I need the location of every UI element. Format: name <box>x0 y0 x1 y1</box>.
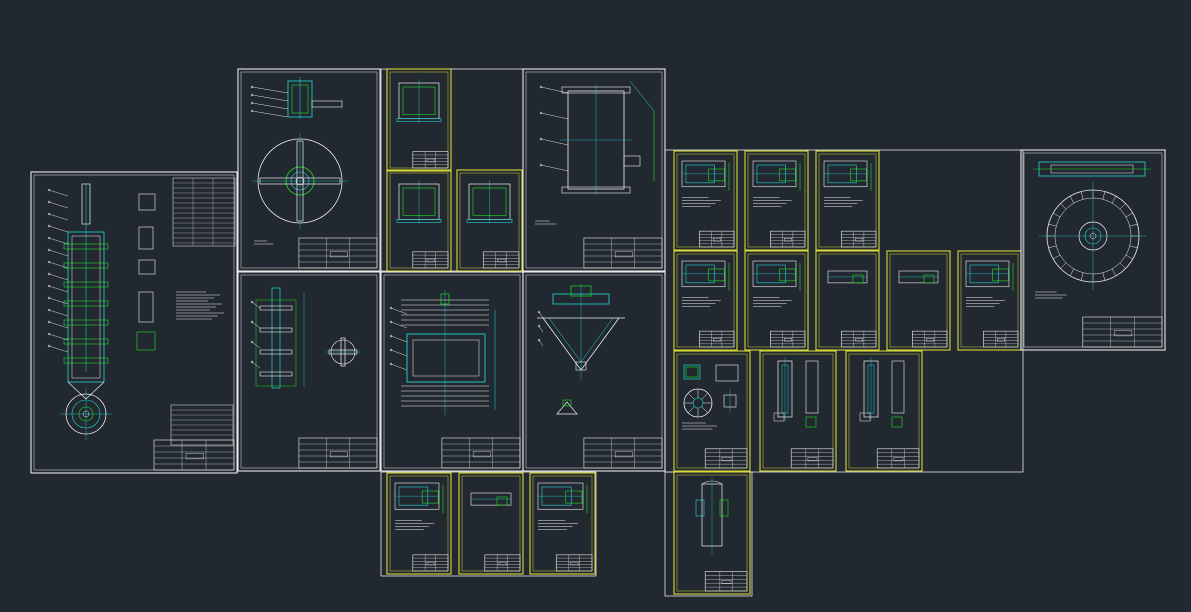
title-block <box>790 448 834 469</box>
drawing-agitator <box>250 77 348 245</box>
title-block <box>841 230 877 248</box>
title-block <box>441 437 521 469</box>
title-block <box>583 437 663 469</box>
title-block <box>412 151 449 169</box>
drawing-sheet-lower-r1c2[interactable] <box>759 350 837 472</box>
title-block <box>484 554 521 572</box>
drawing-sheet-agitator-top[interactable] <box>237 68 381 272</box>
drawing-sheet-grid-r2c1[interactable] <box>673 250 738 351</box>
drawing-wheel <box>682 364 739 430</box>
drawing-sheet-lower-r1c3[interactable] <box>845 350 923 472</box>
drawing-sheet-small-a3[interactable] <box>456 169 523 272</box>
drawing-sheet-grid-r2c3[interactable] <box>815 250 880 351</box>
drawing-sheet-disc-view[interactable] <box>1020 149 1166 351</box>
drawing-strip <box>898 270 939 284</box>
drawing-cone <box>537 284 625 415</box>
drawing-detail <box>394 482 444 530</box>
leader-lines <box>539 85 569 172</box>
technical-notes <box>254 240 274 245</box>
technical-notes <box>538 520 579 530</box>
title-block <box>704 571 748 592</box>
drawing-disc <box>1033 161 1151 299</box>
drawing-sheet-bottom-c3[interactable] <box>529 472 596 575</box>
drawing-detail <box>537 482 588 530</box>
drawing-tall <box>859 357 905 428</box>
drawing-sheet-grid-r1c3[interactable] <box>815 150 880 251</box>
leader-lines <box>389 306 408 371</box>
drawing-sheet-grid-r1c2[interactable] <box>744 150 809 251</box>
drawing-detail <box>752 260 801 307</box>
drawing-strip <box>827 270 868 284</box>
drawing-sheet-bottom-c2[interactable] <box>458 472 524 575</box>
drawing-strip <box>470 492 512 506</box>
drawing-vessel <box>535 80 655 225</box>
title-block <box>704 448 748 469</box>
drawing-sheet-grid-r2c4[interactable] <box>886 250 951 351</box>
drawing-sheet-small-a1[interactable] <box>386 68 452 172</box>
leader-lines <box>47 188 69 353</box>
title-block <box>583 237 663 269</box>
technical-notes <box>753 197 792 207</box>
drawing-sheet-lower-r2c1[interactable] <box>673 471 751 595</box>
title-block <box>912 330 948 348</box>
drawing-sheet-bottom-c1[interactable] <box>386 472 452 575</box>
technical-notes <box>966 297 1005 307</box>
drawing-sheet-lower-r1c1[interactable] <box>673 350 751 472</box>
title-block <box>412 251 449 269</box>
leader-lines <box>250 85 289 118</box>
drawing-tall <box>773 357 819 428</box>
technical-notes <box>1035 291 1067 299</box>
drawing-detail <box>681 160 730 207</box>
title-block <box>555 554 593 572</box>
drawing-sheet-flange-body[interactable] <box>380 271 524 472</box>
title-block <box>412 554 449 572</box>
drawing-detail <box>752 160 801 207</box>
technical-notes <box>682 297 721 307</box>
sheet-group-frame <box>380 471 597 577</box>
drawing-detail <box>965 260 1014 307</box>
drawing-sheets <box>30 68 1166 597</box>
technical-notes <box>824 197 863 207</box>
drawing-sheet-shaft[interactable] <box>237 271 381 472</box>
drawing-shaft <box>250 287 360 389</box>
drawing-pipe <box>695 478 729 554</box>
title-block <box>770 230 806 248</box>
drawing-sheet-small-a2[interactable] <box>386 169 452 272</box>
leader-lines <box>537 310 544 347</box>
drawing-sheet-grid-r1c1[interactable] <box>673 150 738 251</box>
drawing-detail <box>823 160 872 207</box>
technical-notes <box>395 520 435 530</box>
title-block <box>983 330 1019 348</box>
drawing-small <box>396 180 442 224</box>
drawing-sheet-main-assembly[interactable] <box>30 171 238 474</box>
title-block <box>1082 316 1163 348</box>
technical-notes <box>176 291 224 320</box>
drawing-small <box>396 79 442 123</box>
drawing-sheet-vessel-shell[interactable] <box>522 68 666 272</box>
title-block <box>841 330 877 348</box>
title-block <box>699 330 735 348</box>
technical-notes <box>753 297 792 307</box>
title-block <box>770 330 806 348</box>
technical-notes <box>682 197 721 207</box>
drawing-flange <box>389 290 496 415</box>
title-block <box>699 230 735 248</box>
technical-notes <box>535 220 557 225</box>
drawing-sheet-grid-r2c2[interactable] <box>744 250 809 351</box>
title-block <box>482 251 520 269</box>
drawing-small <box>466 180 513 224</box>
drawing-sheet-cone-bottom[interactable] <box>522 271 666 472</box>
title-block <box>876 448 920 469</box>
leader-lines <box>250 300 261 369</box>
title-block <box>298 437 378 469</box>
technical-notes <box>682 422 718 430</box>
title-block <box>298 237 378 269</box>
drawing-large-assembly <box>47 177 236 446</box>
drawing-detail <box>681 260 730 307</box>
